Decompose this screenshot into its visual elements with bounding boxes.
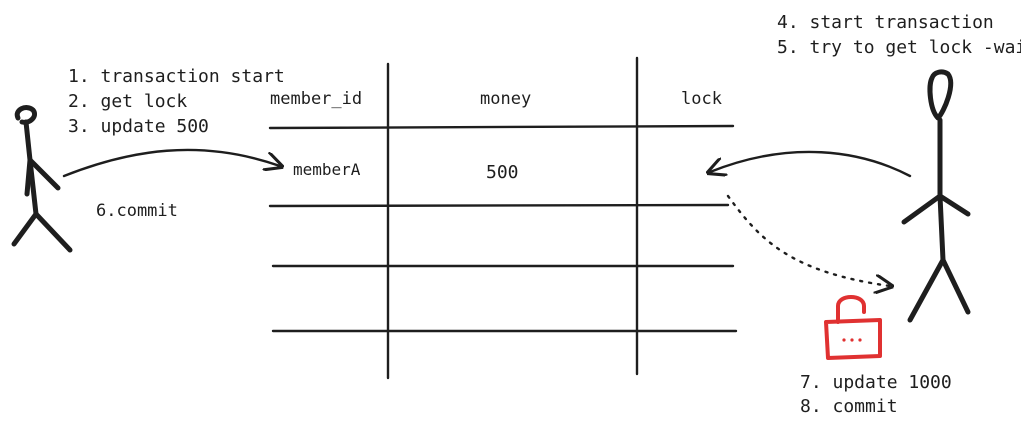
- cell-money: 500: [486, 162, 519, 183]
- stick-figure-icon: [11, 105, 73, 253]
- column-header-member-id: member_id: [270, 89, 362, 109]
- padlock-icon: [824, 295, 882, 360]
- cell-member-id: memberA: [293, 160, 361, 179]
- right-step-5: 5. try to get lock -wait: [777, 37, 1021, 58]
- column-header-lock: lock: [681, 89, 722, 109]
- left-commit-label: 6.commit: [96, 201, 178, 221]
- arrow-icon: [726, 194, 890, 286]
- right-step-7: 7. update 1000: [800, 372, 952, 393]
- right-actor-steps: 4. start transaction 5. try to get lock …: [777, 12, 1021, 58]
- left-step-1: 1. transaction start: [68, 66, 285, 87]
- right-step-8: 8. commit: [800, 396, 898, 417]
- left-step-2: 2. get lock: [68, 91, 187, 112]
- column-header-money: money: [480, 89, 531, 109]
- right-step-4: 4. start transaction: [777, 12, 994, 33]
- table-row-divider: [268, 203, 730, 208]
- left-actor-steps: 1. transaction start 2. get lock 3. upda…: [68, 66, 285, 137]
- arrow-icon: [710, 150, 912, 178]
- right-actor-after-steps: 7. update 1000 8. commit: [800, 372, 952, 417]
- data-table: member_id money lock memberA 500: [268, 56, 738, 380]
- table-header-divider: [268, 124, 735, 130]
- left-step-3: 3. update 500: [68, 116, 209, 137]
- arrow-icon: [62, 148, 280, 178]
- stick-figure-icon: [901, 69, 971, 323]
